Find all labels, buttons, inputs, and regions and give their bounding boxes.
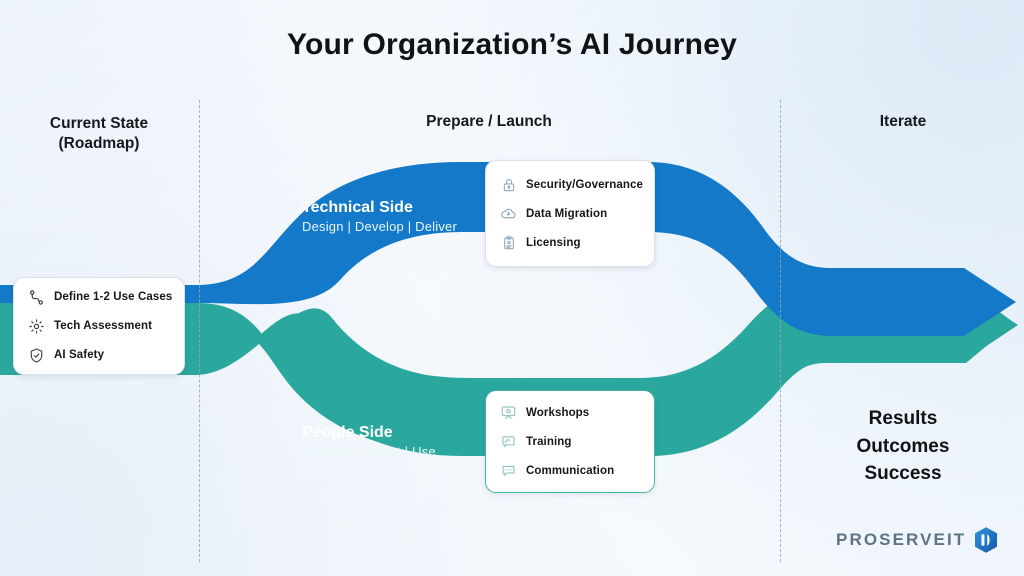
list-item-label: AI Safety: [54, 349, 105, 361]
outcome-line-3: Success: [864, 463, 942, 485]
list-item[interactable]: Training: [486, 427, 654, 456]
outcome-line-1: Results: [868, 408, 938, 429]
people-branch-subtitle: Embrace | Adopt | Use: [302, 444, 436, 460]
list-item[interactable]: Tech Assessment: [14, 312, 184, 341]
stage-header-iterate-line1: Iterate: [879, 113, 927, 130]
cloud-icon: [500, 205, 517, 222]
people-branch-label: People Side Embrace | Adopt | Use: [302, 424, 436, 461]
list-item[interactable]: Licensing: [486, 228, 654, 257]
list-item[interactable]: Workshops: [486, 398, 654, 427]
people-side-card[interactable]: Workshops Training Communic: [485, 390, 655, 493]
chat-icon: [500, 462, 517, 479]
stage-divider-1: [199, 100, 200, 562]
stage-header-prepare-launch: Prepare / Launch: [200, 112, 778, 132]
shield-icon: [28, 347, 45, 364]
technical-branch-title: Technical Side: [302, 199, 413, 216]
stage-divider-2: [780, 100, 781, 562]
list-item-label: Communication: [526, 464, 615, 477]
people-branch-title: People Side: [302, 424, 393, 441]
technical-branch-label: Technical Side Design | Develop | Delive…: [302, 199, 457, 236]
list-item-label: Security/Governance: [526, 178, 643, 191]
stage-header-current-state: Current State (Roadmap): [0, 114, 198, 155]
list-item[interactable]: Define 1-2 Use Cases: [14, 283, 184, 312]
stage-header-prepare-launch-line1: Prepare / Launch: [426, 113, 552, 130]
technical-branch-subtitle: Design | Develop | Deliver: [302, 219, 458, 235]
list-item[interactable]: Communication: [486, 456, 654, 485]
stage-header-iterate: Iterate: [782, 112, 1024, 132]
proserveit-logo: PROSERVEIT: [836, 526, 999, 554]
outcome-line-2: Outcomes: [856, 435, 950, 457]
list-item-label: Tech Assessment: [54, 320, 153, 332]
whiteboard-icon: [500, 433, 517, 450]
list-item-label: Licensing: [526, 236, 581, 249]
current-state-card[interactable]: Define 1-2 Use Cases Tech Assessment AI …: [13, 277, 185, 375]
presentation-icon: [500, 404, 517, 421]
list-item[interactable]: Security/Governance: [486, 170, 654, 199]
route-icon: [28, 289, 45, 306]
technical-side-card[interactable]: Security/Governance Data Migration Lic: [485, 160, 655, 267]
list-item-label: Workshops: [526, 406, 590, 419]
gear-icon: [28, 318, 45, 335]
proserveit-hexagon-icon: [973, 526, 999, 554]
list-item-label: Define 1-2 Use Cases: [54, 291, 173, 303]
stage-header-current-state-line1: Current State: [49, 115, 149, 132]
list-item-label: Training: [526, 435, 572, 448]
page-title: Your Organization’s AI Journey: [287, 28, 737, 61]
outcome-text: Results Outcomes Success: [782, 405, 1024, 488]
list-item-label: Data Migration: [526, 207, 608, 220]
list-item[interactable]: Data Migration: [486, 199, 654, 228]
stage-header-current-state-line2: (Roadmap): [58, 135, 140, 153]
logo-wordmark: PROSERVEIT: [836, 530, 967, 549]
list-item[interactable]: AI Safety: [14, 341, 184, 370]
technical-band-trunk: [0, 162, 470, 305]
lock-icon: [500, 176, 517, 193]
clipboard-icon: [500, 234, 517, 251]
